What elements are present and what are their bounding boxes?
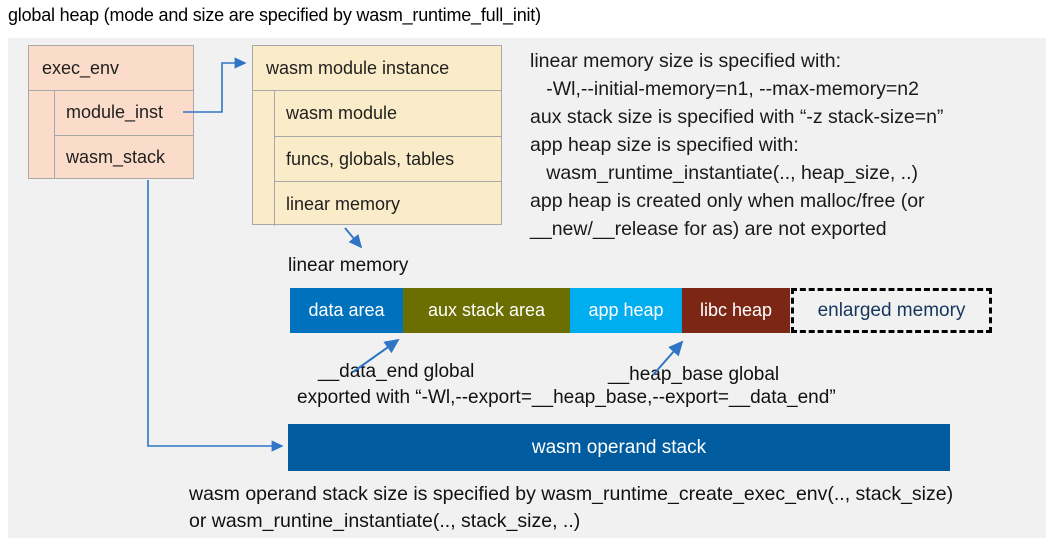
note-line: wasm operand stack size is specified by … [189,483,954,505]
linear-memory-label: linear memory [288,255,409,276]
note-line: -Wl,--initial-memory=n1, --max-memory=n2 [530,78,919,100]
module-instance-cell-funcs-globals-tables: funcs, globals, tables [274,136,501,181]
note-line: __new/__release for as) are not exported [530,218,887,240]
note-line: app heap size is specified with: [530,134,799,156]
memory-size-notes: linear memory size is specified with: -W… [530,47,943,243]
segment-aux-stack-area: aux stack area [403,288,570,333]
note-line: wasm_runtime_instantiate(.., heap_size, … [530,162,919,184]
heap-base-global-label: __heap_base global [608,364,780,385]
exported-flags-label: exported with “-Wl,--export=__heap_base,… [297,387,836,408]
note-line: linear memory size is specified with: [530,50,842,72]
segment-app-heap: app heap [570,288,682,333]
note-line: aux stack size is specified with “-z sta… [530,106,944,128]
segment-libc-heap: libc heap [682,288,790,333]
module-instance-cell-linear-memory: linear memory [274,181,501,226]
data-end-global-label: __data_end global [318,361,475,382]
module-instance-box: wasm module instance wasm module funcs, … [252,45,502,226]
segment-enlarged-memory: enlarged memory [791,288,992,333]
exec-env-header: exec_env [29,46,193,91]
exec-env-cell-module-inst: module_inst [54,91,193,135]
module-instance-header: wasm module instance [253,46,501,91]
note-line: app heap is created only when malloc/fre… [530,190,925,212]
exec-env-cell-wasm-stack: wasm_stack [54,135,193,179]
exec-env-box: exec_env module_inst wasm_stack [28,45,194,179]
module-instance-cell-wasm-module: wasm module [274,91,501,136]
operand-stack-notes: wasm operand stack size is specified by … [189,481,953,535]
wasm-operand-stack-bar: wasm operand stack [288,424,950,471]
note-line: or wasm_runtine_instantiate(.., stack_si… [189,510,581,532]
segment-data-area: data area [290,288,403,333]
diagram-title: global heap (mode and size are specified… [8,5,541,25]
